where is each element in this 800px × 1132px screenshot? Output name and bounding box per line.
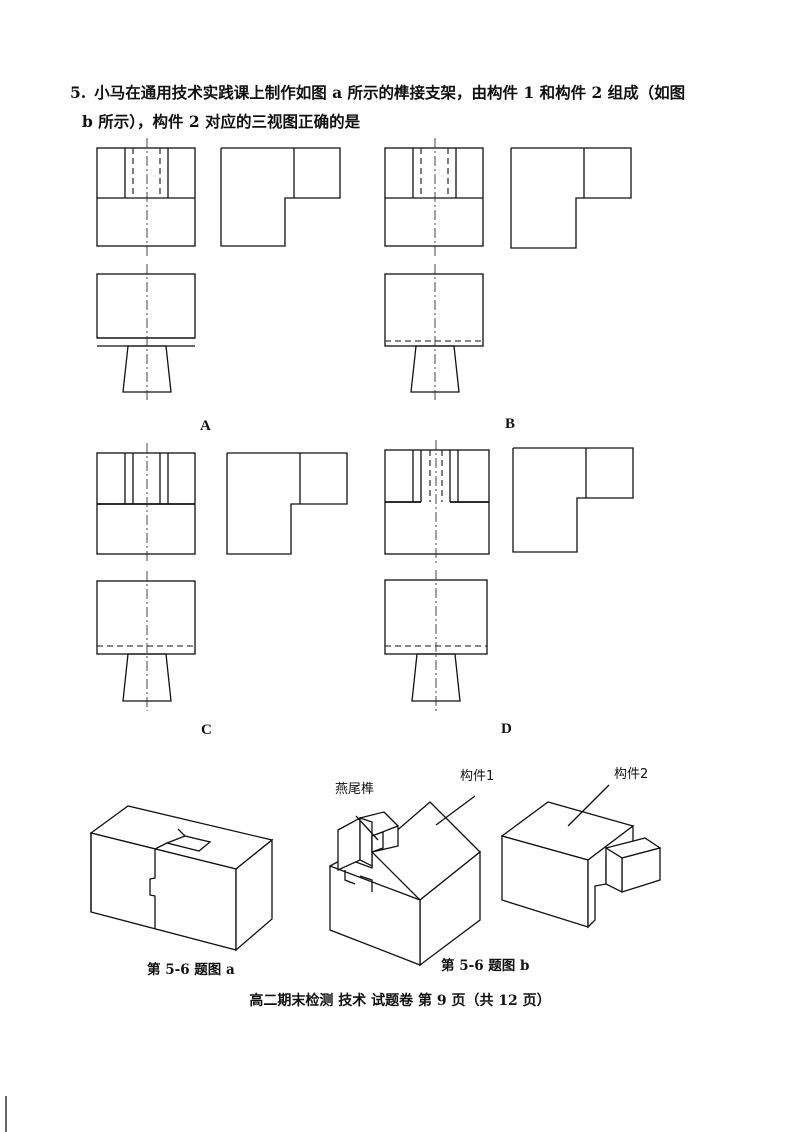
figure-b-part-2 [500, 784, 662, 929]
option-b-side-view [510, 147, 632, 249]
option-a-label[interactable]: A [200, 418, 211, 434]
option-d-drawing [384, 440, 634, 711]
option-c-label[interactable]: C [201, 722, 212, 738]
option-b-front-view [384, 138, 484, 256]
page-footer: 高二期末检测 技术 试题卷 第 9 页（共 12 页） [249, 993, 551, 1009]
callout-part-1: 构件1 [460, 769, 495, 784]
callout-dovetail: 燕尾榫 [335, 782, 375, 797]
option-a-front-view [96, 138, 196, 256]
option-d-front-view [384, 440, 490, 564]
option-c-side-view [226, 452, 348, 555]
caption-figure-b: 第 5-6 题图 b [441, 958, 530, 974]
caption-figure-a: 第 5-6 题图 a [147, 962, 235, 978]
figure-b-part-1 [329, 795, 481, 967]
question-line-1: 5. 小马在通用技术实践课上制作如图 a 所示的榫接支架，由构件 1 和构件 2 … [70, 78, 710, 107]
option-a-side-view [220, 147, 341, 247]
option-c-drawing [96, 443, 348, 711]
option-c-top-view [96, 571, 196, 711]
option-d-label[interactable]: D [501, 721, 512, 737]
question-text: 5. 小马在通用技术实践课上制作如图 a 所示的榫接支架，由构件 1 和构件 2 … [70, 78, 710, 136]
option-b-label[interactable]: B [505, 416, 516, 432]
figure-a-assembled-bracket [89, 805, 274, 952]
option-d-side-view [512, 447, 634, 553]
option-a-top-view [96, 264, 196, 402]
option-c-front-view [96, 443, 196, 564]
option-b-drawing [384, 138, 632, 402]
question-number: 5. [70, 83, 87, 102]
callout-part-2: 构件2 [614, 767, 649, 782]
question-line-2: b 所示），构件 2 对应的三视图正确的是 [82, 112, 361, 131]
question-line-1-text: 小马在通用技术实践课上制作如图 a 所示的榫接支架，由构件 1 和构件 2 组成… [94, 83, 686, 102]
option-d-top-view [384, 570, 488, 711]
option-a-drawing [96, 138, 341, 402]
option-b-top-view [384, 264, 484, 402]
